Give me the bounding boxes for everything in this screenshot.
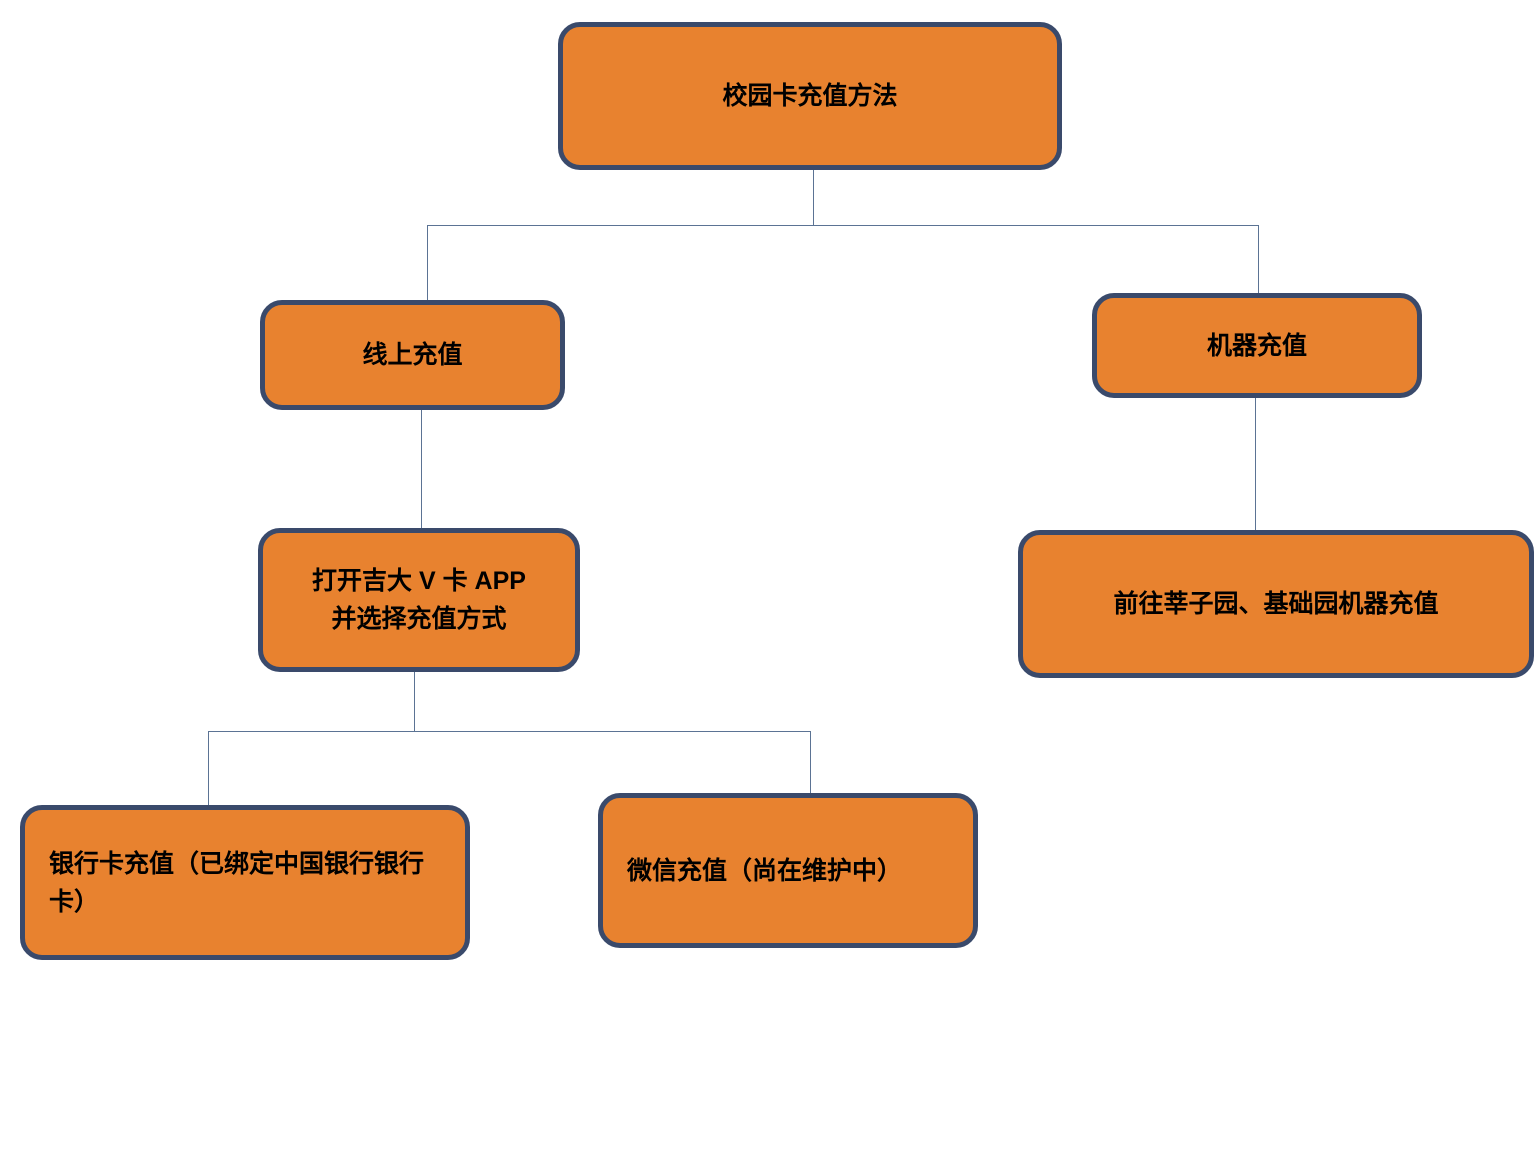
node-online-recharge[interactable]: 线上充值 — [260, 300, 565, 410]
node-machine-recharge[interactable]: 机器充值 — [1092, 293, 1422, 398]
node-gomachine-label: 前往莘子园、基础园机器充值 — [1113, 590, 1439, 618]
connector-root-horizontal — [427, 225, 1259, 226]
node-wechat-recharge[interactable]: 微信充值（尚在维护中） — [598, 793, 978, 948]
node-app-label-line1: 打开吉大 V 卡 APP — [312, 567, 526, 595]
node-root-campus-card-recharge[interactable]: 校园卡充值方法 — [558, 22, 1062, 170]
connector-root-to-machine — [1258, 225, 1259, 297]
node-machine-label: 机器充值 — [1206, 331, 1307, 360]
node-bank-card-recharge[interactable]: 银行卡充值（已绑定中国银行银行卡） — [20, 805, 470, 960]
connector-app-stem — [414, 670, 415, 732]
connector-app-horizontal — [208, 731, 811, 732]
node-app-label-line2: 并选择充值方式 — [331, 605, 507, 633]
node-wechat-label: 微信充值（尚在维护中） — [627, 856, 903, 885]
connector-app-to-wechat — [810, 731, 811, 795]
connector-app-to-bankcard — [208, 731, 209, 807]
node-root-label: 校园卡充值方法 — [722, 82, 898, 110]
node-open-app-choose-method[interactable]: 打开吉大 V 卡 APP 并选择充值方式 — [258, 528, 580, 672]
node-app-label: 打开吉大 V 卡 APP 并选择充值方式 — [263, 562, 575, 638]
connector-root-stem — [813, 170, 814, 226]
connector-machine-to-gomachine — [1255, 396, 1256, 532]
connector-online-to-app — [421, 408, 422, 530]
node-go-to-machine-location[interactable]: 前往莘子园、基础园机器充值 — [1018, 530, 1534, 678]
node-bankcard-label: 银行卡充值（已绑定中国银行银行卡） — [49, 849, 425, 916]
node-online-label: 线上充值 — [362, 341, 463, 369]
connector-root-to-online — [427, 225, 428, 303]
